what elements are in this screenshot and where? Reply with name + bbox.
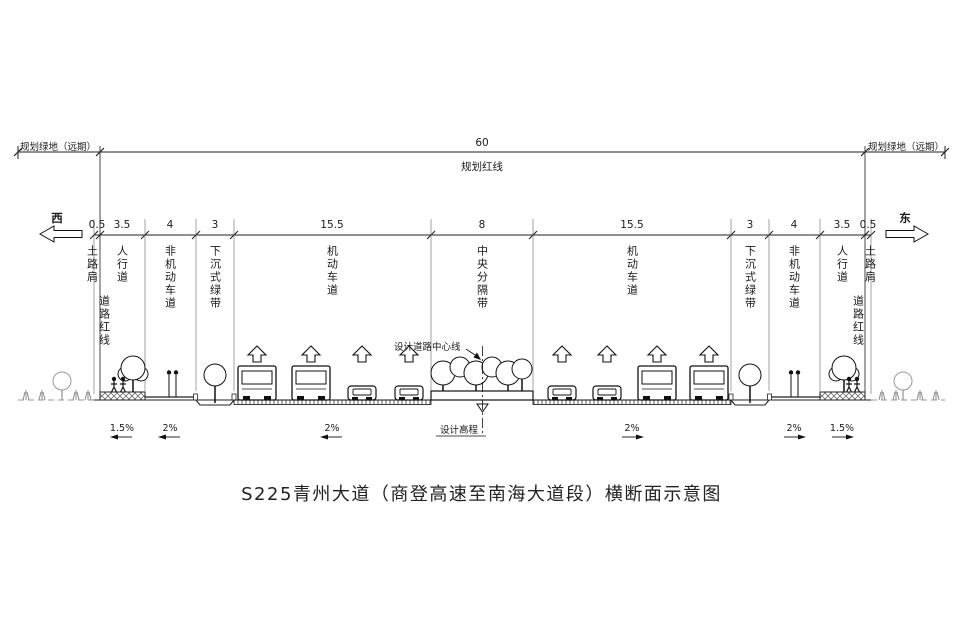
segment-dim: 0.5 xyxy=(88,219,106,231)
bus-icon xyxy=(689,365,729,401)
east-arrow-icon xyxy=(885,225,930,243)
tree-icon xyxy=(203,363,762,403)
road-red-line-label-right: 道路红线 xyxy=(851,295,865,347)
leader-arrowhead xyxy=(473,352,481,360)
lamp-icon xyxy=(166,370,801,397)
bus-icon xyxy=(637,365,677,401)
car-icon xyxy=(547,385,577,401)
segment-dim: 4 xyxy=(790,219,798,231)
segment-dim: 3 xyxy=(211,219,219,231)
total-width-dimension: 60 xyxy=(475,137,489,149)
design-elevation-label: 设计高程 xyxy=(440,425,479,436)
segment-dim: 0.5 xyxy=(859,219,877,231)
segment-dim: 3.5 xyxy=(113,219,131,231)
segment-label-carriageway-left: 机动车道 xyxy=(325,245,339,297)
slope-label: 2% xyxy=(162,423,178,434)
road-red-lines xyxy=(99,146,866,400)
segment-dim: 15.5 xyxy=(620,219,644,231)
car-icon xyxy=(347,385,377,401)
segment-label-bike-right: 非机动车道 xyxy=(787,245,801,310)
tree-icon xyxy=(52,371,913,400)
pavement-right xyxy=(532,399,732,405)
curb xyxy=(231,393,237,401)
segment-label-greenbelt-right: 下沉式绿带 xyxy=(743,245,757,310)
car-icon xyxy=(394,385,424,401)
slope-label: 2% xyxy=(786,423,802,434)
extension-lines xyxy=(93,219,872,394)
segment-dim: 8 xyxy=(478,219,486,231)
curb xyxy=(767,393,772,401)
segment-dim: 4 xyxy=(166,219,174,231)
east-label: 东 xyxy=(899,211,911,225)
design-centerline-label: 设计道路中心线 xyxy=(394,342,461,353)
segment-label-bike-left: 非机动车道 xyxy=(163,245,177,310)
planned-green-left-label: 规划绿地（远期） xyxy=(19,142,97,153)
segment-label-median: 中央分隔带 xyxy=(475,245,489,310)
curb xyxy=(728,393,734,401)
planned-green-right-label: 规划绿地（远期） xyxy=(867,142,945,153)
car-icon xyxy=(592,385,622,401)
sidewalk-left xyxy=(99,391,146,401)
segment-dim: 15.5 xyxy=(320,219,344,231)
slope-label: 2% xyxy=(324,423,340,434)
elevation-marker-icon xyxy=(476,403,489,413)
ground-profile xyxy=(18,390,945,406)
bus-icon xyxy=(291,365,331,401)
direction-arrow-icon xyxy=(246,345,720,363)
slope-label: 2% xyxy=(624,423,640,434)
segment-label-greenbelt-left: 下沉式绿带 xyxy=(208,245,222,310)
grass-icon xyxy=(22,390,940,401)
planning-red-line-label: 规划红线 xyxy=(461,161,503,173)
slope-label: 1.5% xyxy=(829,423,855,434)
design-centerline xyxy=(436,346,489,437)
west-arrow-icon xyxy=(38,225,83,243)
curb xyxy=(193,393,198,401)
segment-label-carriageway-right: 机动车道 xyxy=(625,245,639,297)
diagram-title: S225青州大道（商登高速至南海大道段）横断面示意图 xyxy=(241,484,722,505)
segment-label-shoulder-right: 土路肩 xyxy=(863,245,877,284)
slope-label: 1.5% xyxy=(109,423,135,434)
sidewalk-right xyxy=(819,391,866,401)
slope-marks xyxy=(110,434,854,440)
pedestrian-icon xyxy=(110,376,861,393)
segment-label-sidewalk-left: 人行道 xyxy=(115,245,129,284)
segment-label-shoulder-left: 土路肩 xyxy=(85,245,99,284)
road-red-line-label-left: 道路红线 xyxy=(97,295,111,347)
segment-dim: 3.5 xyxy=(833,219,851,231)
west-label: 西 xyxy=(51,211,63,225)
segment-dimension-line xyxy=(89,230,876,240)
segment-dim: 3 xyxy=(746,219,754,231)
median-curb xyxy=(430,390,534,401)
segment-label-sidewalk-right: 人行道 xyxy=(835,245,849,284)
bus-icon xyxy=(237,365,277,401)
pavement-left xyxy=(233,399,432,405)
median-tree-row xyxy=(430,356,533,391)
